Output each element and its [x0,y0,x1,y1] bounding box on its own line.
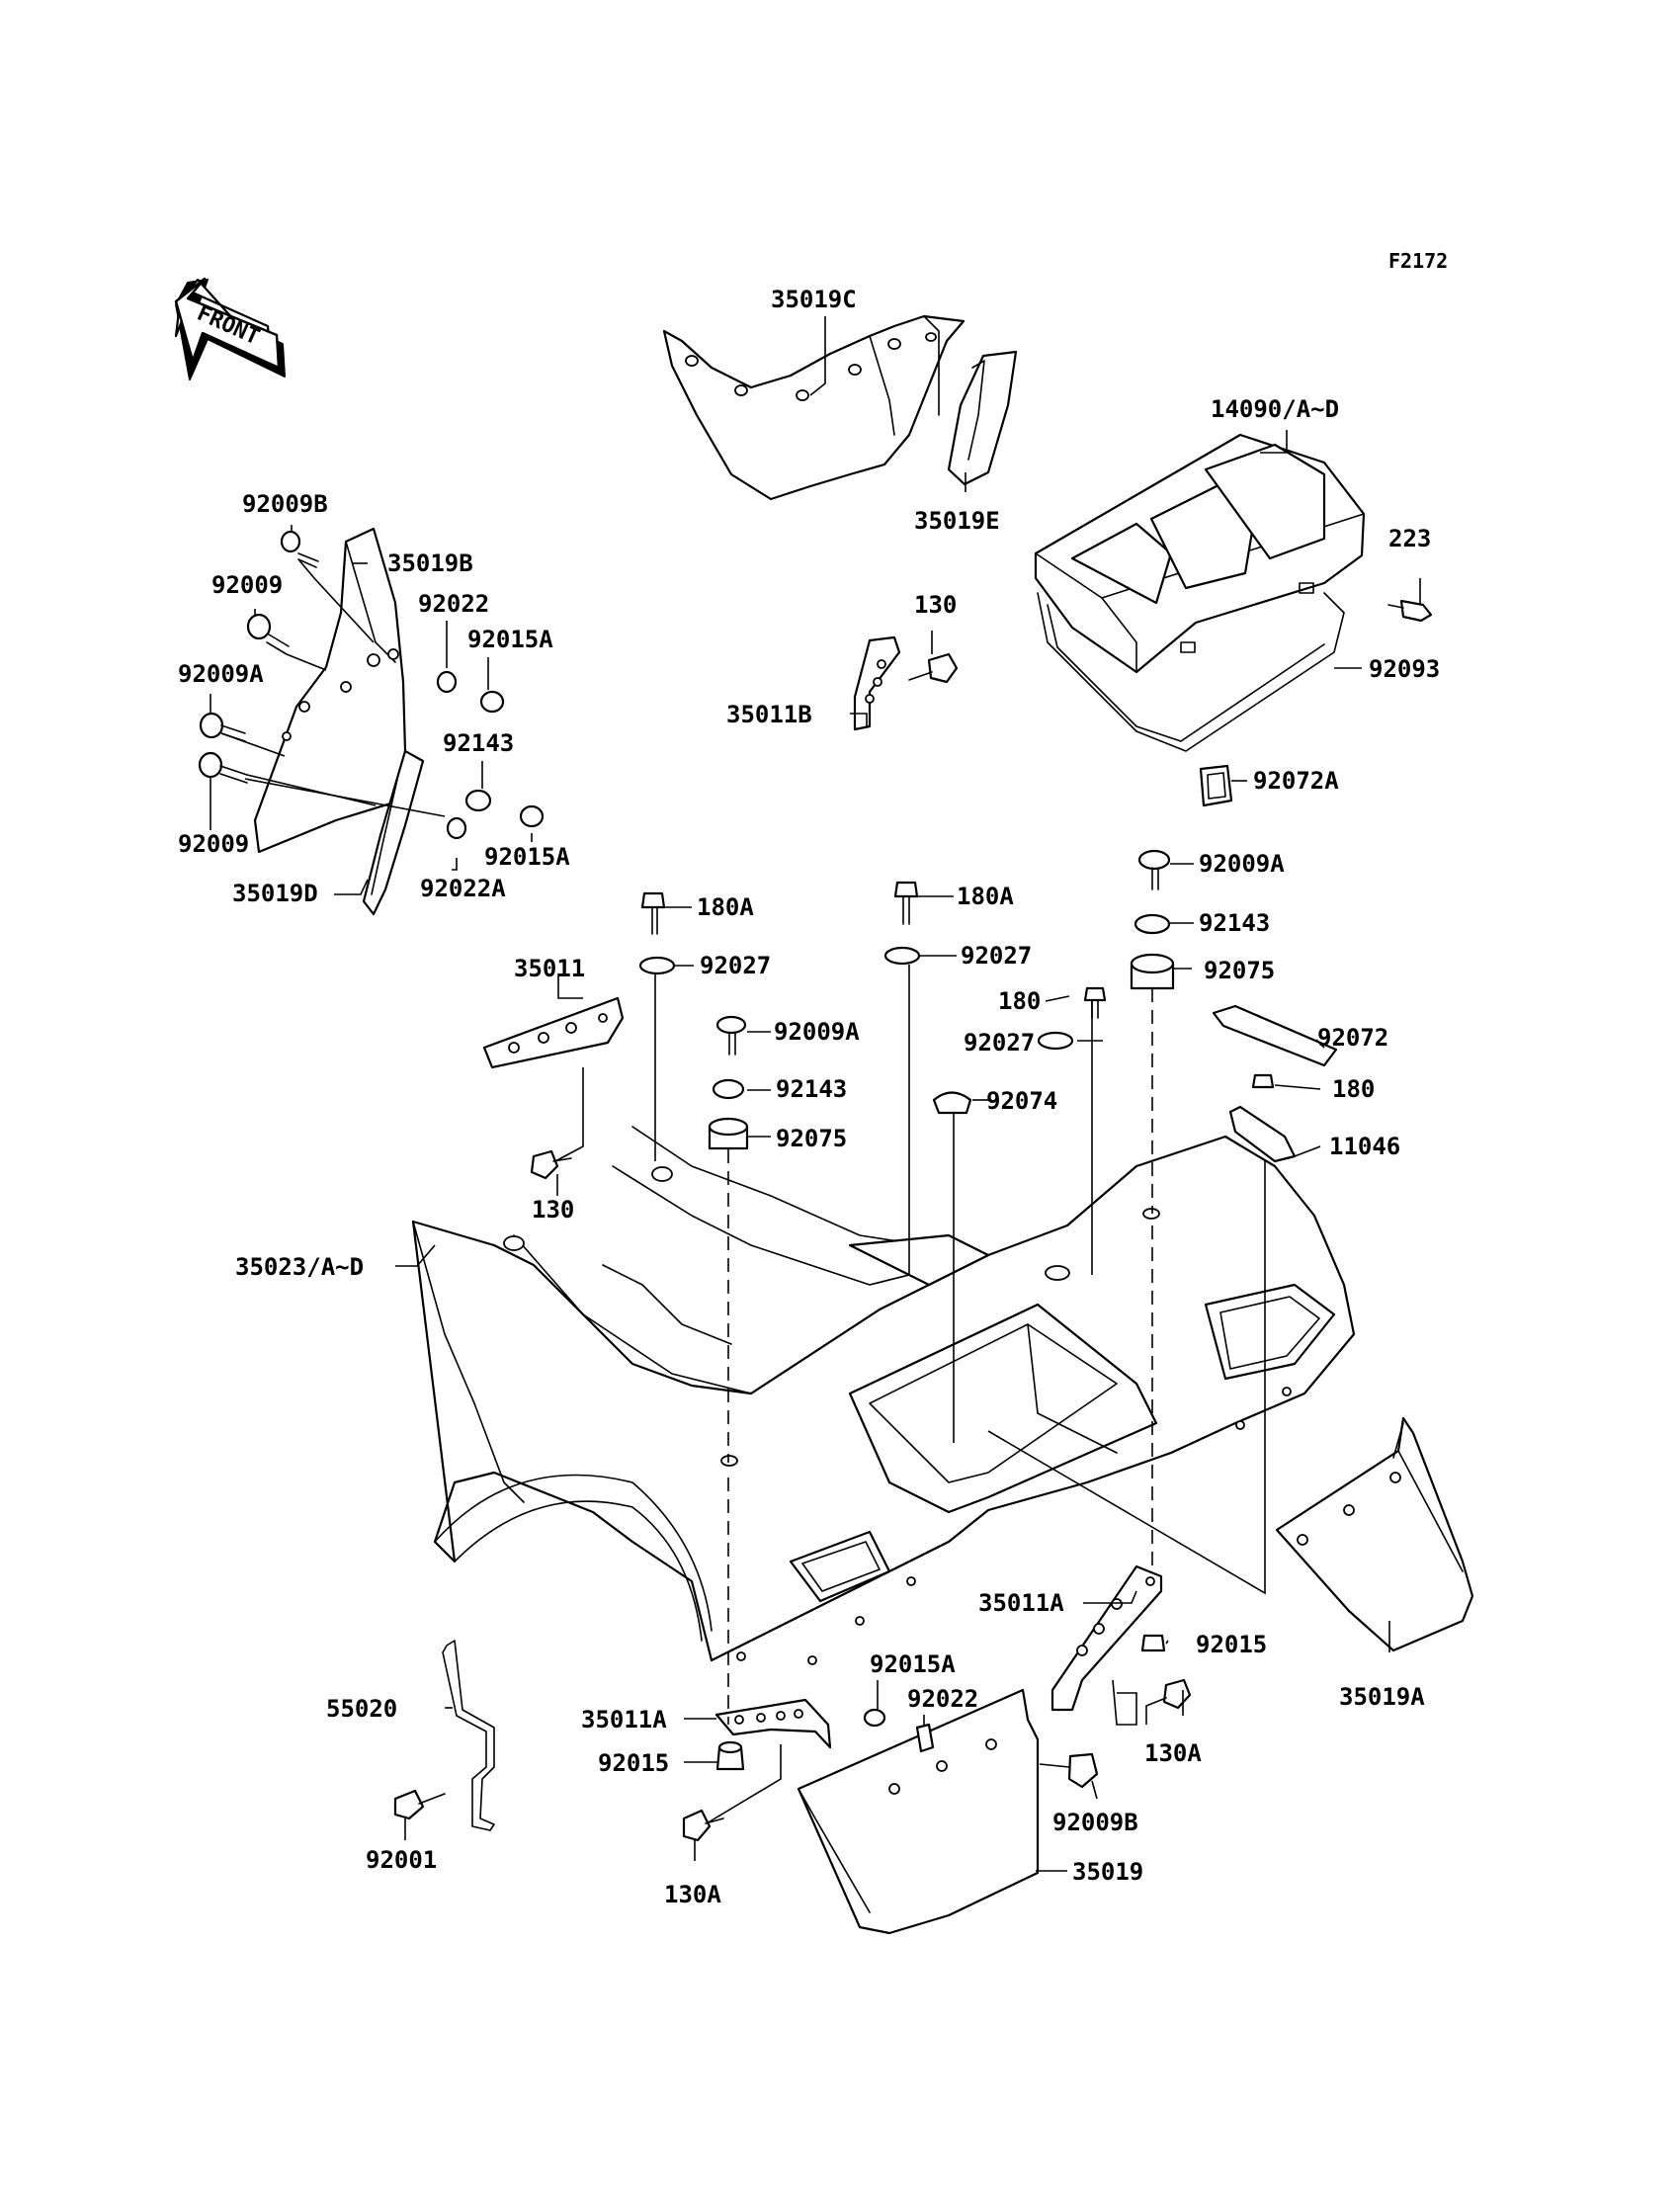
part-35019a-mudflap [1275,1416,1474,1652]
hardware-stacks [638,849,1338,1163]
callout-92015-right: 92015 [1196,1631,1267,1658]
callout-35023-a-d: 35023/A~D [235,1253,364,1281]
part-35019c-cover [662,314,966,501]
callout-92009a-right: 92009A [1199,850,1285,878]
callout-92075-right: 92075 [1204,957,1275,984]
part-35011b-bracket [853,635,959,731]
callout-130a-lower: 130A [664,1881,721,1908]
callout-92143-right: 92143 [1199,909,1270,937]
callout-92074: 92074 [986,1087,1057,1115]
callout-55020: 55020 [326,1695,397,1723]
drawing-code: F2172 [1388,249,1448,273]
callout-35011: 35011 [514,955,585,982]
callout-35019c: 35019C [771,286,857,313]
callout-223: 223 [1388,525,1431,552]
callout-35019d: 35019D [232,880,318,907]
callout-35011a-right: 35011A [978,1589,1064,1617]
callout-35019: 35019 [1072,1858,1143,1886]
callout-92001: 92001 [366,1846,437,1874]
callout-11046: 11046 [1329,1133,1400,1160]
callout-35011a-lower: 35011A [581,1706,667,1733]
callout-35019a: 35019A [1339,1683,1425,1711]
callout-180a-left: 180A [697,893,754,921]
callout-92009-lower: 92009 [178,830,249,858]
front-direction-arrow-icon: FRONT [174,277,286,380]
callout-92075-center: 92075 [776,1125,847,1152]
part-35011a-right-bracket [1050,1564,1192,1712]
callout-92022a: 92022A [420,875,506,902]
callout-92027-right: 92027 [964,1029,1035,1056]
callout-180a-center: 180A [957,883,1014,910]
callout-35019e: 35019E [914,507,1000,535]
callout-92072: 92072 [1317,1024,1388,1052]
callout-92015a-bottom: 92015A [870,1650,956,1678]
leader-lines [210,316,1421,1872]
callout-14090-a-d: 14090/A~D [1211,395,1339,423]
part-14090-cover [1034,433,1366,752]
callout-92027-left: 92027 [700,952,771,979]
callout-92009b-bottom: 92009B [1052,1809,1138,1836]
callout-92027-center: 92027 [961,942,1032,970]
callout-35011b: 35011B [726,701,812,728]
callout-130-top: 130 [914,591,957,619]
callout-92022-left: 92022 [418,590,489,618]
callout-92009-upper: 92009 [211,571,283,599]
callout-180-right: 180 [1332,1075,1375,1103]
callout-92015a-upper: 92015A [467,626,553,653]
callout-180-center: 180 [998,987,1041,1015]
callout-130a-right: 130A [1144,1739,1202,1767]
callout-labels: 35019C 35019E 14090/A~D 223 92093 92072A… [178,286,1440,1908]
callout-92022-bottom: 92022 [907,1685,978,1713]
callout-92093: 92093 [1369,655,1440,683]
part-35011-bracket [482,996,625,1180]
callout-92009b-top: 92009B [242,490,328,518]
part-92072a-gasket [1199,764,1233,807]
part-35019e-strip [947,350,1018,486]
callout-92015a-lower: 92015A [484,843,570,871]
bolts-left-group [198,530,545,840]
callout-92143-center: 92143 [776,1075,847,1103]
callout-130-left: 130 [532,1196,574,1224]
part-223-screw [1387,599,1433,623]
callout-92009a-center: 92009A [774,1018,860,1046]
part-55020-bar [393,1640,495,1831]
part-35019d-strip [362,749,425,916]
part-35019-lower-flap [797,1688,1099,1935]
callout-92009a-left: 92009A [178,660,264,688]
part-35011a-lower-bracket [682,1698,832,1842]
callout-92015-lower: 92015 [598,1749,669,1777]
callout-92143-left: 92143 [443,729,514,757]
callout-92072a: 92072A [1253,767,1339,795]
part-35019b-side-cover [253,527,407,854]
callout-35019b: 35019B [387,549,473,577]
